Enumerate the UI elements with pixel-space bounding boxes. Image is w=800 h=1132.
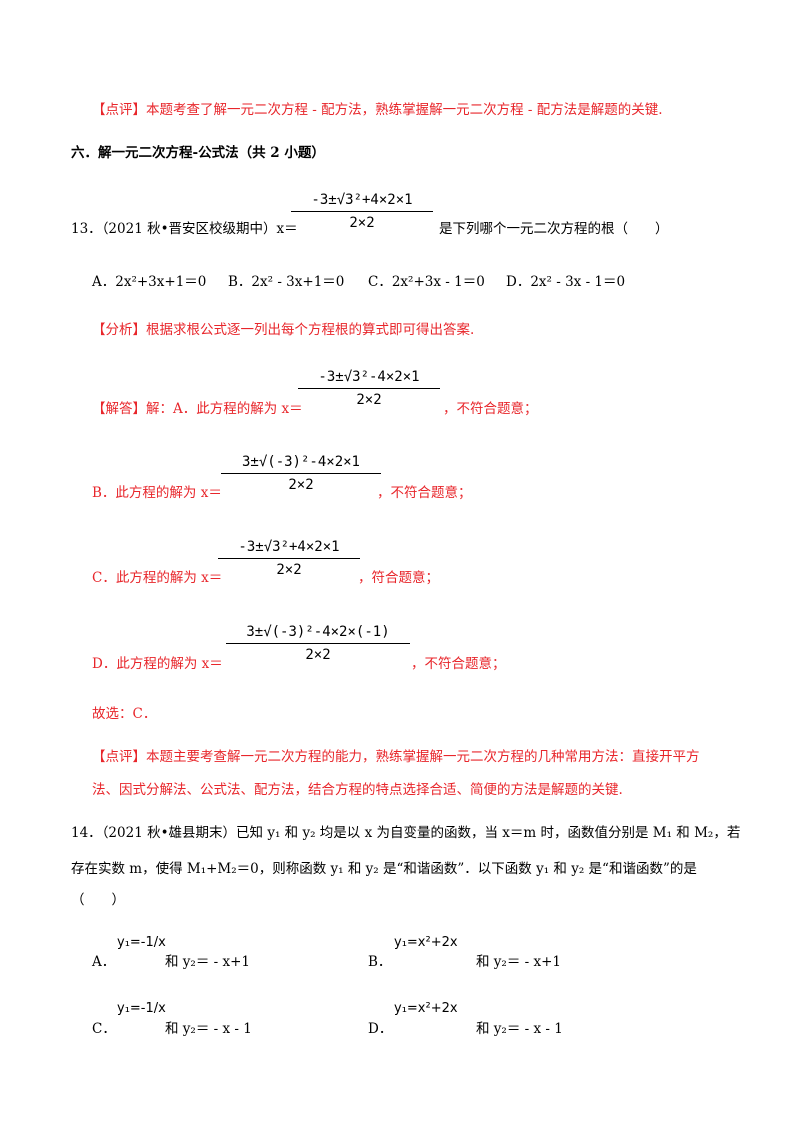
comment-tag: 【点评】 [92, 102, 146, 118]
q14-option-b-y2: 和 y₂＝ - x+1 [476, 954, 561, 970]
q14-option-b-y1: y₁=x²+2x [394, 935, 458, 950]
comment-text: 本题考查了解一元二次方程 - 配方法，熟练掌握解一元二次方程 - 配方法是解题的… [146, 102, 663, 118]
analysis-line: 【分析】根据求根公式逐一列出每个方程根的算式即可得出答案. [92, 318, 474, 338]
question-number: 13． [71, 221, 102, 237]
q14-option-c[interactable]: C． [92, 1021, 116, 1037]
step-b-lead: B．此方程的解为 x＝ [92, 485, 222, 501]
answer-tag: 【解答】 [92, 401, 146, 417]
formula-denominator: 2×2 [349, 215, 375, 231]
section-title: 六．解一元二次方程-公式法（共 2 小题） [71, 145, 325, 161]
comment-q13-line1: 【点评】本题主要考查解一元二次方程的能力，熟练掌握解一元二次方程的几种常用方法：… [92, 749, 700, 765]
q13-formula: -3±√3²+4×2×1 2×2 [291, 190, 433, 232]
option-d[interactable]: D．2x² - 3x - 1＝0 [506, 274, 626, 290]
comment-line: 【点评】本题考查了解一元二次方程 - 配方法，熟练掌握解一元二次方程 - 配方法… [92, 98, 663, 118]
option-c[interactable]: C．2x²+3x - 1＝0 [368, 274, 485, 290]
q14-option-c-y2: 和 y₂＝ - x - 1 [165, 1021, 252, 1037]
answer-choice: 故选：C． [92, 706, 157, 722]
step-d-lead: D．此方程的解为 x＝ [92, 656, 223, 672]
q14-option-c-y1: y₁=-1/x [117, 1001, 166, 1016]
step-b-note: ，不符合题意； [377, 485, 472, 501]
question-14-line3: （ ） [71, 892, 125, 908]
comment-q13-line2: 法、因式分解法、公式法、配方法，结合方程的特点选择合适、简便的方法是解题的关键. [92, 782, 623, 798]
q14-option-d-y1: y₁=x²+2x [394, 1001, 458, 1016]
q14-option-d-y2: 和 y₂＝ - x - 1 [476, 1021, 563, 1037]
step-d-note: ，不符合题意； [411, 656, 506, 672]
option-a[interactable]: A．2x²+3x+1＝0 [92, 274, 207, 290]
q14-option-d[interactable]: D． [368, 1021, 393, 1037]
q14-option-b[interactable]: B． [368, 954, 392, 970]
analysis-tag: 【分析】 [92, 322, 146, 338]
step-a-note: ，不符合题意； [443, 401, 538, 417]
q14-option-a[interactable]: A． [92, 954, 116, 970]
step-d-formula: 3±√(-3)²-4×2×(-1) 2×2 [226, 622, 410, 664]
question-14-line2: 存在实数 m，使得 M₁+M₂＝0，则称函数 y₁ 和 y₂ 是“和谐函数”．以… [71, 861, 697, 877]
q14-option-a-y1: y₁=-1/x [117, 935, 166, 950]
step-c-lead: C．此方程的解为 x＝ [92, 570, 223, 586]
answer-intro: 【解答】解：A．此方程的解为 x＝ [92, 401, 303, 417]
step-b-formula: 3±√(-3)²-4×2×1 2×2 [221, 452, 381, 494]
question-number: 14． [71, 825, 102, 841]
question-13-tail: 是下列哪个一元二次方程的根（ ） [439, 221, 669, 237]
step-c-formula: -3±√3²+4×2×1 2×2 [218, 537, 360, 579]
analysis-text: 根据求根公式逐一列出每个方程根的算式即可得出答案. [146, 322, 475, 338]
comment-tag: 【点评】 [92, 749, 146, 765]
step-a-formula: -3±√3²-4×2×1 2×2 [298, 367, 440, 409]
question-13-stem: 13．（2021 秋•晋安区校级期中）x＝ [71, 217, 298, 237]
step-c-note: ，符合题意； [358, 570, 439, 586]
option-b[interactable]: B．2x² - 3x+1＝0 [228, 274, 345, 290]
q14-option-a-y2: 和 y₂＝ - x+1 [165, 954, 250, 970]
question-source: （2021 秋•晋安区校级期中）x＝ [101, 221, 298, 237]
formula-numerator: -3±√3²+4×2×1 [311, 192, 413, 208]
question-14-line1: 14．（2021 秋•雄县期末）已知 y₁ 和 y₂ 均是以 x 为自变量的函数… [71, 825, 741, 841]
